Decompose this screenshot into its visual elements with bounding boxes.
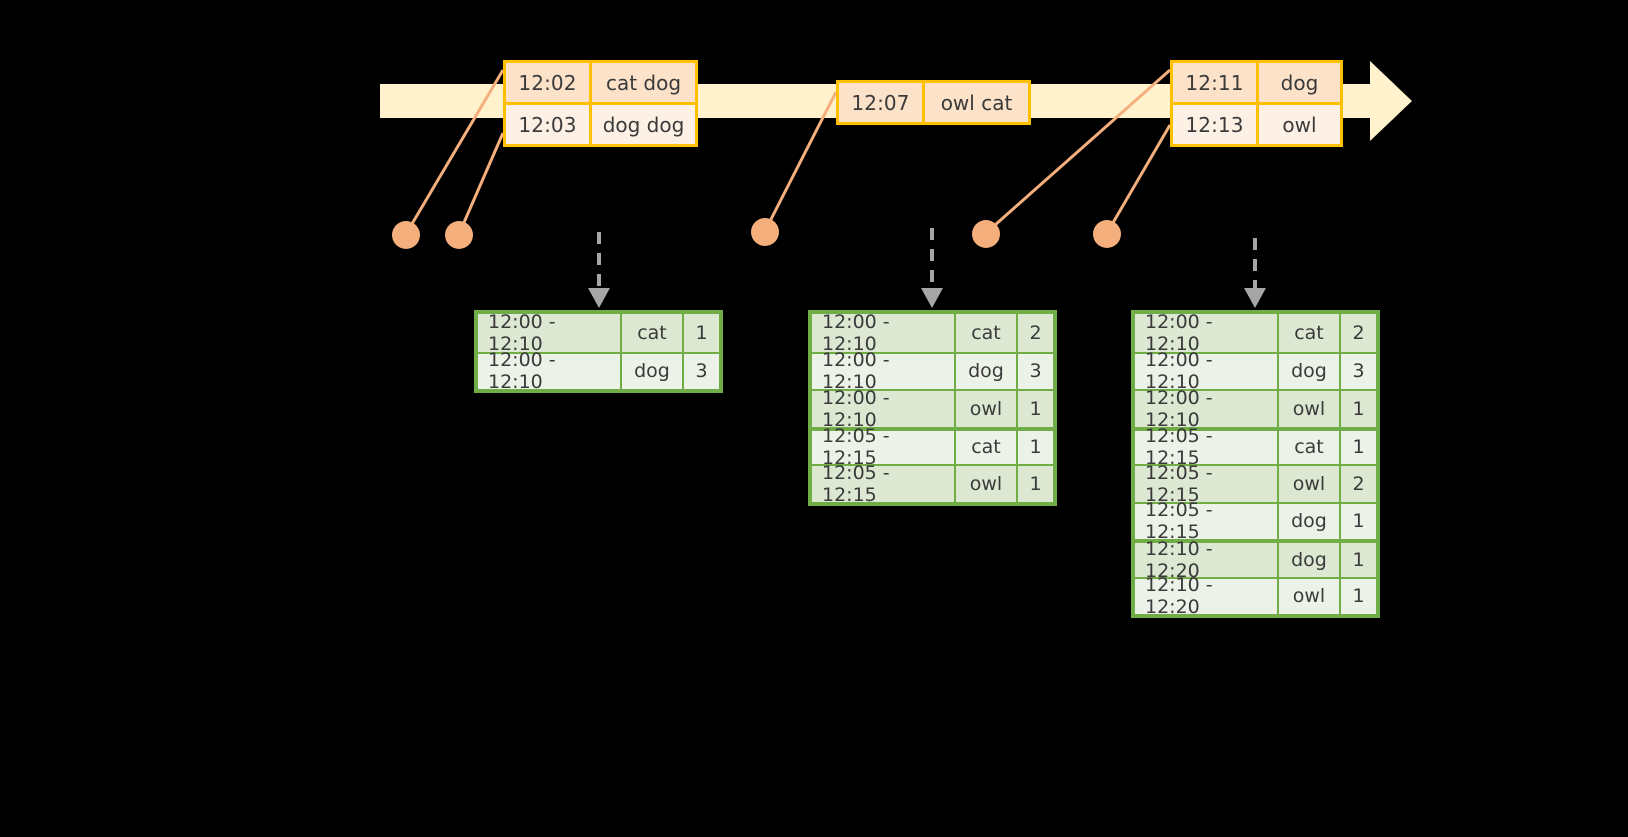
event-value: dog [1259,63,1340,102]
key-cell: dog [1279,503,1341,539]
emit-arrow-heads [588,288,1266,308]
marker-12-02 [392,221,420,249]
event-row: 12:07 owl cat [839,83,1028,122]
key-cell: dog [1279,543,1341,577]
event-box-2[interactable]: 12:07 owl cat [836,80,1031,125]
marker-12-13 [1093,220,1121,248]
window-cell: 12:00 - 12:10 [478,349,622,393]
window-cell: 12:00 - 12:10 [1135,311,1279,355]
count-cell: 1 [684,314,719,352]
key-cell: cat [1279,430,1341,464]
marker-12-03 [445,221,473,249]
event-time: 12:03 [506,105,592,144]
window-cell: 12:00 - 12:10 [812,349,956,393]
window-cell: 12:00 - 12:10 [1135,387,1279,431]
event-time: 12:11 [1173,63,1259,102]
emit-arrows [597,228,1257,288]
table-row: 12:05 - 12:15 cat 1 [1135,425,1376,469]
connector-12-07 [763,91,838,232]
event-row: 12:13 owl [1173,102,1340,144]
event-value: dog dog [592,105,695,144]
key-cell: cat [956,430,1018,464]
window-cell: 12:00 - 12:10 [1135,349,1279,393]
event-box-3[interactable]: 12:11 dog 12:13 owl [1170,60,1343,147]
key-cell: cat [622,314,684,352]
table-row: 12:05 - 12:15 owl 2 [1135,462,1376,506]
marker-12-11 [972,220,1000,248]
event-value: owl [1259,105,1340,144]
count-cell: 1 [1018,466,1053,502]
window-cell: 12:05 - 12:15 [1135,425,1279,469]
key-cell: dog [622,353,684,389]
emit-arrow-2-head [921,288,943,308]
window-cell: 12:05 - 12:15 [1135,499,1279,543]
table-row: 12:10 - 12:20 dog 1 [1135,538,1376,582]
window-cell: 12:00 - 12:10 [812,387,956,431]
key-cell: owl [1279,391,1341,427]
table-row: 12:00 - 12:10 cat 1 [478,311,719,355]
result-table-1[interactable]: 12:00 - 12:10 cat 1 12:00 - 12:10 dog 3 [474,310,723,393]
table-row: 12:10 - 12:20 owl 1 [1135,574,1376,618]
key-cell: owl [956,391,1018,427]
count-cell: 2 [1341,314,1376,352]
count-cell: 1 [1018,430,1053,464]
marker-dots [392,218,1121,249]
event-time: 12:02 [506,63,592,102]
table-row: 12:00 - 12:10 dog 3 [1135,349,1376,393]
key-cell: owl [956,466,1018,502]
table-row: 12:00 - 12:10 owl 1 [812,387,1053,431]
connector-12-02 [404,69,505,235]
table-row: 12:00 - 12:10 dog 3 [812,349,1053,393]
emit-arrow-1-head [588,288,610,308]
table-row: 12:00 - 12:10 dog 3 [478,349,719,393]
table-row: 12:05 - 12:15 owl 1 [812,462,1053,506]
connector-12-03 [457,132,505,235]
window-cell: 12:00 - 12:10 [812,311,956,355]
event-value: owl cat [925,83,1028,122]
count-cell: 1 [1341,543,1376,577]
connector-12-13 [1105,124,1172,234]
table-row: 12:00 - 12:10 owl 1 [1135,387,1376,431]
window-cell: 12:10 - 12:20 [1135,574,1279,618]
key-cell: dog [1279,353,1341,389]
event-time: 12:07 [839,83,925,122]
window-cell: 12:05 - 12:15 [1135,462,1279,506]
count-cell: 3 [684,353,719,389]
count-cell: 3 [1018,353,1053,389]
event-row: 12:03 dog dog [506,102,695,144]
window-cell: 12:00 - 12:10 [478,311,622,355]
key-cell: owl [1279,578,1341,614]
table-row: 12:00 - 12:10 cat 2 [812,311,1053,355]
table-row: 12:05 - 12:15 dog 1 [1135,499,1376,543]
count-cell: 1 [1341,391,1376,427]
emit-arrow-3-head [1244,288,1266,308]
key-cell: cat [956,314,1018,352]
key-cell: cat [1279,314,1341,352]
marker-12-07 [751,218,779,246]
event-row: 12:02 cat dog [506,63,695,102]
window-cell: 12:05 - 12:15 [812,462,956,506]
count-cell: 2 [1341,466,1376,502]
event-time: 12:13 [1173,105,1259,144]
key-cell: owl [1279,466,1341,502]
count-cell: 1 [1018,391,1053,427]
key-cell: dog [956,353,1018,389]
window-cell: 12:10 - 12:20 [1135,538,1279,582]
table-row: 12:00 - 12:10 cat 2 [1135,311,1376,355]
table-row: 12:05 - 12:15 cat 1 [812,425,1053,469]
count-cell: 2 [1018,314,1053,352]
event-box-1[interactable]: 12:02 cat dog 12:03 dog dog [503,60,698,147]
count-cell: 1 [1341,430,1376,464]
result-table-3[interactable]: 12:00 - 12:10 cat 2 12:00 - 12:10 dog 3 … [1131,310,1380,618]
result-table-2[interactable]: 12:00 - 12:10 cat 2 12:00 - 12:10 dog 3 … [808,310,1057,506]
count-cell: 3 [1341,353,1376,389]
count-cell: 1 [1341,503,1376,539]
count-cell: 1 [1341,578,1376,614]
event-value: cat dog [592,63,695,102]
event-row: 12:11 dog [1173,63,1340,102]
window-cell: 12:05 - 12:15 [812,425,956,469]
